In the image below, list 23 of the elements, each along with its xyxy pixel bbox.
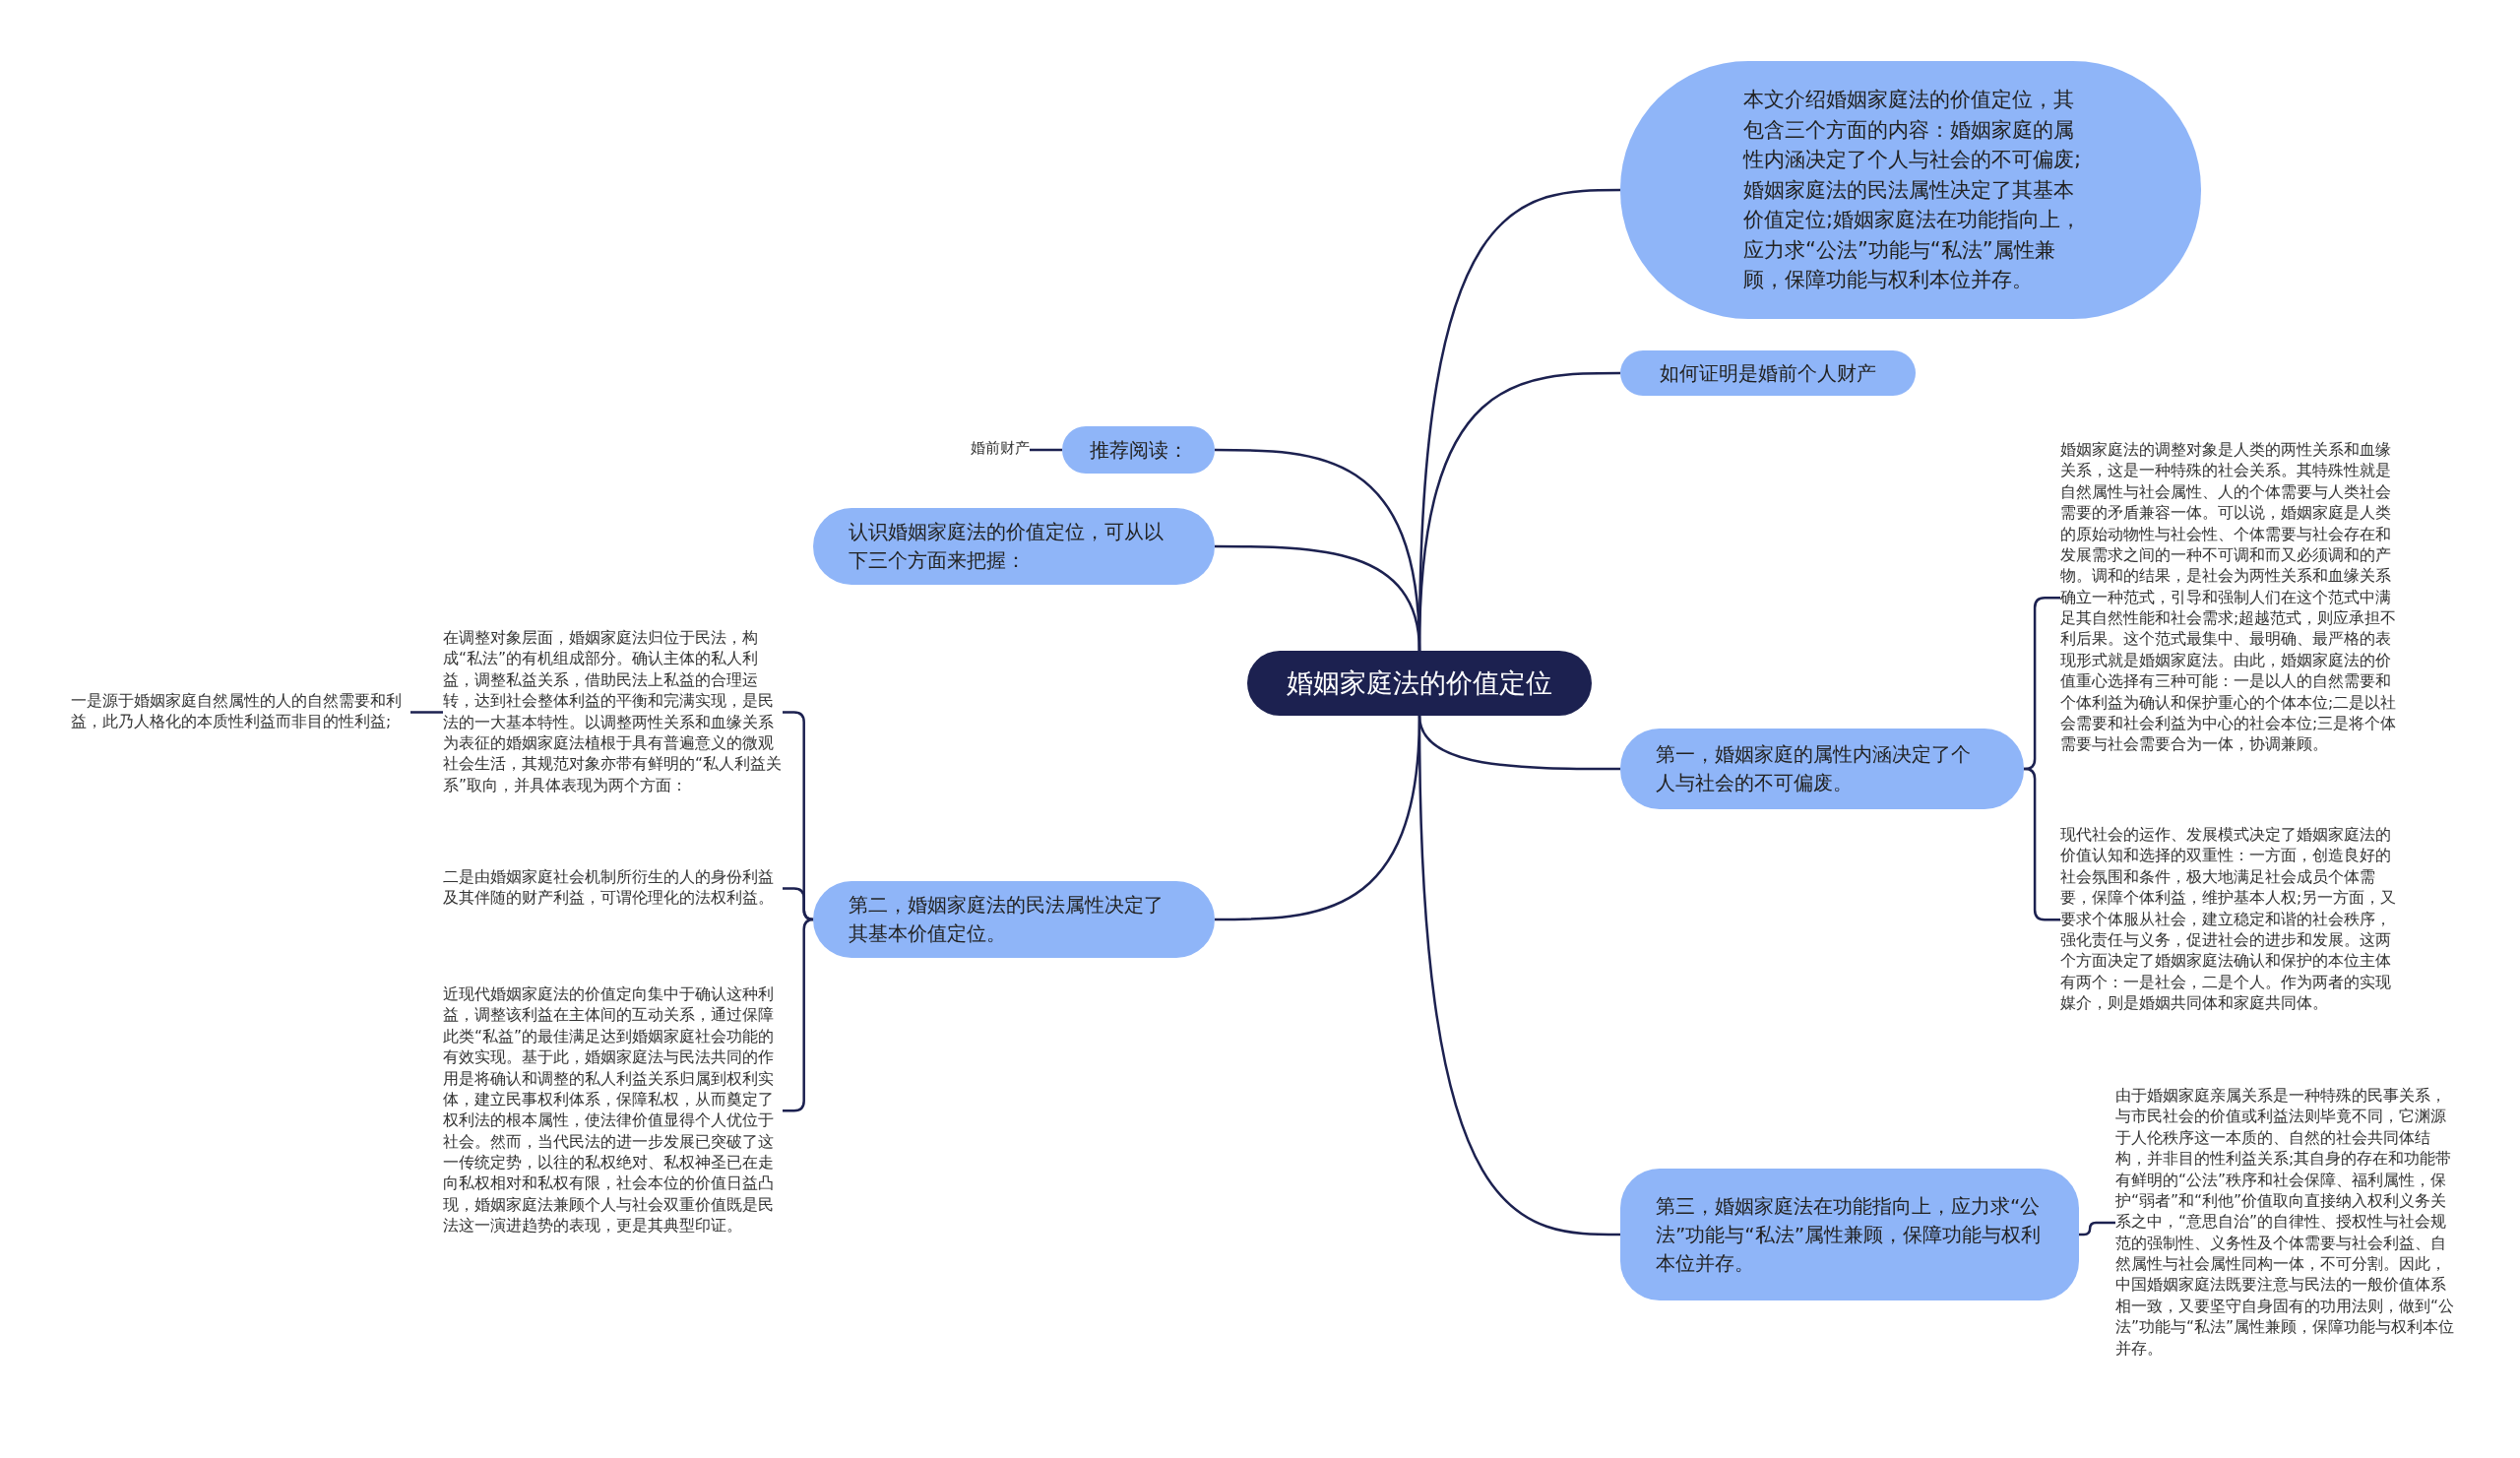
connector-line [410, 711, 443, 714]
topic-bubble: 第一，婚姻家庭的属性内涵决定了个人与社会的不可偏废。 [1620, 729, 2024, 809]
central-topic: 婚姻家庭法的价值定位 [1247, 651, 1592, 716]
paragraph-text: 近现代婚姻家庭法的价值定向集中于确认这种利益，调整该利益在主体间的互动关系，通过保障此类“私益”的最佳满足达到婚姻家庭社会功能的有效实现。基于此，婚姻家庭法与民法共同的作用是将确认和调整的私人利益关系归属到权利实体，建立民事权利体系，保障私权，从而奠定了权利法的根本属性，使法律价值显得个人优位于社会。然而，当代民法的进一步发展已突破了这一传统定势，以往的私权绝对、私权神圣已在走向私权相对和私权有限，社会本位的价值日益凸现，婚姻家庭法兼顾个人与社会双重价值既是民法这一演进趋势的表现，更是其典型印证。 [443, 984, 783, 1237]
paragraph-text: 二是由婚姻家庭社会机制所衍生的人的身份利益及其伴随的财产利益，可谓伦理化的法权利益。 [443, 867, 783, 910]
topic-bubble: 第二，婚姻家庭法的民法属性决定了其基本价值定位。 [813, 881, 1215, 958]
paragraph-text: 现代社会的运作、发展模式决定了婚姻家庭法的价值认知和选择的双重性：一方面，创造良好的社会氛围和条件，极大地满足社会成员个体需要，保障个体利益，维护基本人权;另一方面，又要求个体服从社会，建立稳定和谐的社会秩序，强化责任与义务，促进社会的进步和发展。这两个方面决定了婚姻家庭法确认和保护的本位主体有两个：一是社会，二是个人。作为两者的实现媒介，则是婚姻共同体和家庭共同体。 [2060, 825, 2400, 1015]
connector-line [1215, 715, 1421, 921]
paragraph-text: 由于婚姻家庭亲属关系是一种特殊的民事关系，与市民社会的价值或利益法则毕竟不同，它渊源于人伦秩序这一本质的、自然的社会共同体结构，并非目的性利益关系;其自身的存在和功能带有鲜明的“公法”秩序和社会保障、福利属性，保护“弱者”和“利他”价值取向直接纳入权利义务关系之中，“意思自治”的自律性、授权性与社会规范的强制性、义务性及个体需要与社会利益、自然属性与社会属性同构一体，不可分割。因此，中国婚姻家庭法既要注意与民法的一般价值体系相一致，又要坚守自身固有的功用法则，做到“公法”功能与“私法”属性兼顾，保障功能与权利本位并存。 [2115, 1086, 2455, 1360]
connector-line [783, 887, 815, 921]
topic-bubble: 第三，婚姻家庭法在功能指向上，应力求“公法”功能与“私法”属性兼顾，保障功能与权利本位并存。 [1620, 1169, 2079, 1300]
paragraph-text: 婚姻家庭法的调整对象是人类的两性关系和血缘关系，这是一种特殊的社会关系。其特殊性就是自然属性与社会属性、人的个体需要与人类社会需要的矛盾兼容一体。可以说，婚姻家庭是人类的原始动物性与社会性、个体需要与社会存在和发展需求之间的一种不可调和而又必须调和的产物。调和的结果，是社会为两性关系和血缘关系确立一种范式，引导和强制人们在这个范式中满足其自然性能和社会需求;超越范式，则应承担不利后果。这个范式最集中、最明确、最严格的表现形式就是婚姻家庭法。由此，婚姻家庭法的价值重心选择有三种可能：一是以人的自然需要和个体利益为确认和保护重心的个体本位;二是以社会需要和社会利益为中心的社会本位;三是将个体需要与社会需要合为一体，协调兼顾。 [2060, 440, 2400, 756]
topic-bubble: 本文介绍婚姻家庭法的价值定位，其包含三个方面的内容：婚姻家庭的属性内涵决定了个人与社会的不可偏废;婚姻家庭法的民法属性决定了其基本价值定位;婚姻家庭法在功能指向上，应力求“公法”功能与“私法”属性兼顾，保障功能与权利本位并存。 [1620, 61, 2201, 319]
paragraph-text: 在调整对象层面，婚姻家庭法归位于民法，构成“私法”的有机组成部分。确认主体的私人利益，调整私益关系，借助民法上私益的合理运转，达到社会整体利益的平衡和完满实现，是民法的一大基本特性。以调整两性关系和血缘关系为表征的婚姻家庭法植根于具有普遍意义的微观社会生活，其规范对象亦带有鲜明的“私人利益关系”取向，并具体表现为两个方面： [443, 628, 783, 796]
connector-line [2079, 1221, 2115, 1236]
topic-text: 婚前财产 [925, 439, 1030, 458]
topic-bubble: 推荐阅读： [1062, 426, 1215, 474]
topic-bubble: 认识婚姻家庭法的价值定位，可从以下三个方面来把握： [813, 508, 1215, 585]
topic-bubble: 如何证明是婚前个人财产 [1620, 350, 1916, 396]
connector-line [1030, 448, 1062, 452]
connector-line [1215, 544, 1421, 652]
connector-line [783, 918, 815, 1112]
paragraph-text: 一是源于婚姻家庭自然属性的人的自然需要和利益，此乃人格化的本质性利益而非目的性利益; [71, 691, 410, 733]
